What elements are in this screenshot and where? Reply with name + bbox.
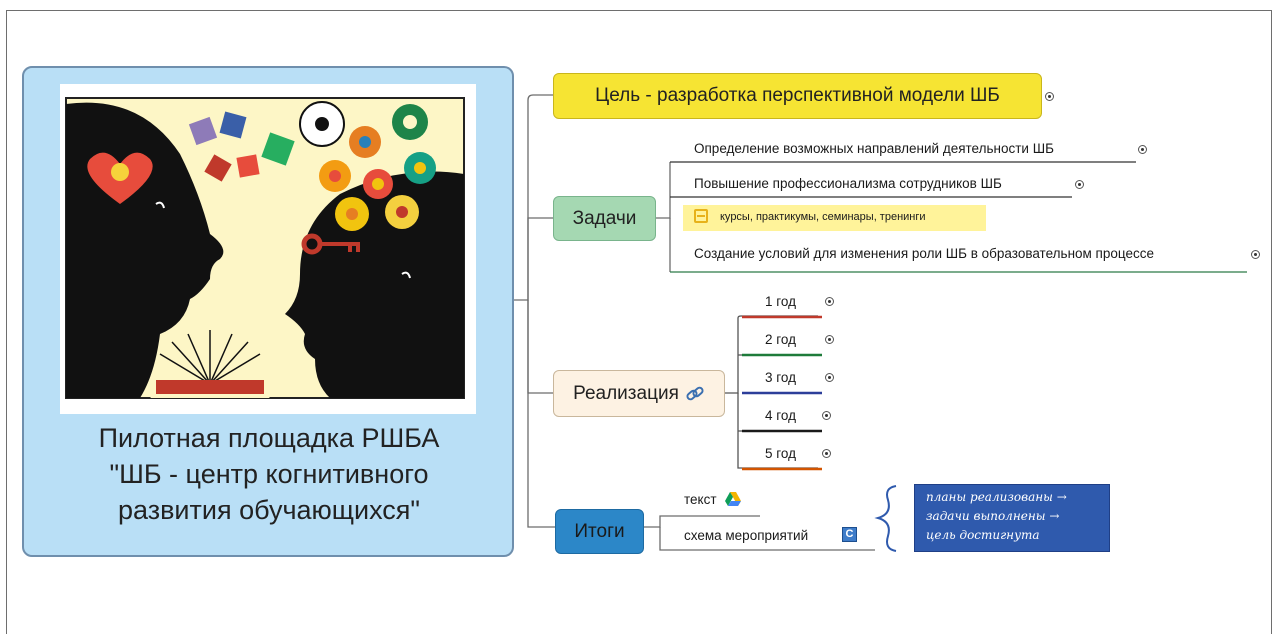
result-item[interactable]: схема мероприятий (684, 528, 809, 543)
page-frame (6, 10, 1272, 634)
summary-brace (874, 485, 897, 552)
year-item[interactable]: 3 год (765, 370, 796, 385)
results-label: Итоги (574, 520, 625, 542)
result-item[interactable]: текст (684, 492, 717, 507)
summary-line: задачи выполнены → (926, 509, 1060, 523)
root-title-line: развития обучающихся" (117, 495, 421, 525)
year-item[interactable]: 2 год (765, 332, 796, 347)
expand-icon[interactable] (822, 449, 831, 458)
expand-icon[interactable] (825, 373, 834, 382)
tasks-label: Задачи (572, 207, 637, 229)
google-drive-icon[interactable] (724, 491, 742, 507)
root-illustration (60, 84, 476, 414)
expand-icon[interactable] (1138, 145, 1147, 154)
tasks-node[interactable]: Задачи (553, 196, 656, 241)
year-item[interactable]: 4 год (765, 408, 796, 423)
implementation-label: Реализация (573, 382, 679, 404)
expand-icon[interactable] (825, 297, 834, 306)
results-node[interactable]: Итоги (555, 509, 644, 554)
link-icon[interactable] (685, 385, 705, 403)
task-note-highlight (683, 205, 986, 231)
task-item[interactable]: Определение возможных направлений деятел… (694, 141, 1054, 156)
implementation-node[interactable]: Реализация (553, 370, 725, 417)
goal-label: Цель - разработка перспективной модели Ш… (595, 85, 1000, 106)
expand-icon[interactable] (1251, 250, 1260, 259)
expand-icon[interactable] (822, 411, 831, 420)
expand-icon[interactable] (825, 335, 834, 344)
root-title-line: Пилотная площадка РШБА (98, 423, 440, 453)
app-c-icon[interactable]: C (842, 527, 857, 542)
task-note[interactable]: курсы, практикумы, семинары, тренинги (720, 211, 926, 223)
year-item[interactable]: 1 год (765, 294, 796, 309)
summary-line: планы реализованы → (926, 490, 1067, 504)
goal-node[interactable]: Цель - разработка перспективной модели Ш… (553, 73, 1042, 119)
note-icon (694, 209, 708, 223)
root-title: Пилотная площадка РШБА "ШБ - центр когни… (26, 420, 512, 528)
expand-icon[interactable] (1045, 92, 1054, 101)
summary-line: цель достигнута (926, 528, 1040, 542)
summary-box (914, 484, 1110, 552)
task-item[interactable]: Повышение профессионализма сотрудников Ш… (694, 176, 1002, 191)
root-title-line: "ШБ - центр когнитивного (109, 459, 429, 489)
year-item[interactable]: 5 год (765, 446, 796, 461)
expand-icon[interactable] (1075, 180, 1084, 189)
task-item[interactable]: Создание условий для изменения роли ШБ в… (694, 246, 1154, 261)
